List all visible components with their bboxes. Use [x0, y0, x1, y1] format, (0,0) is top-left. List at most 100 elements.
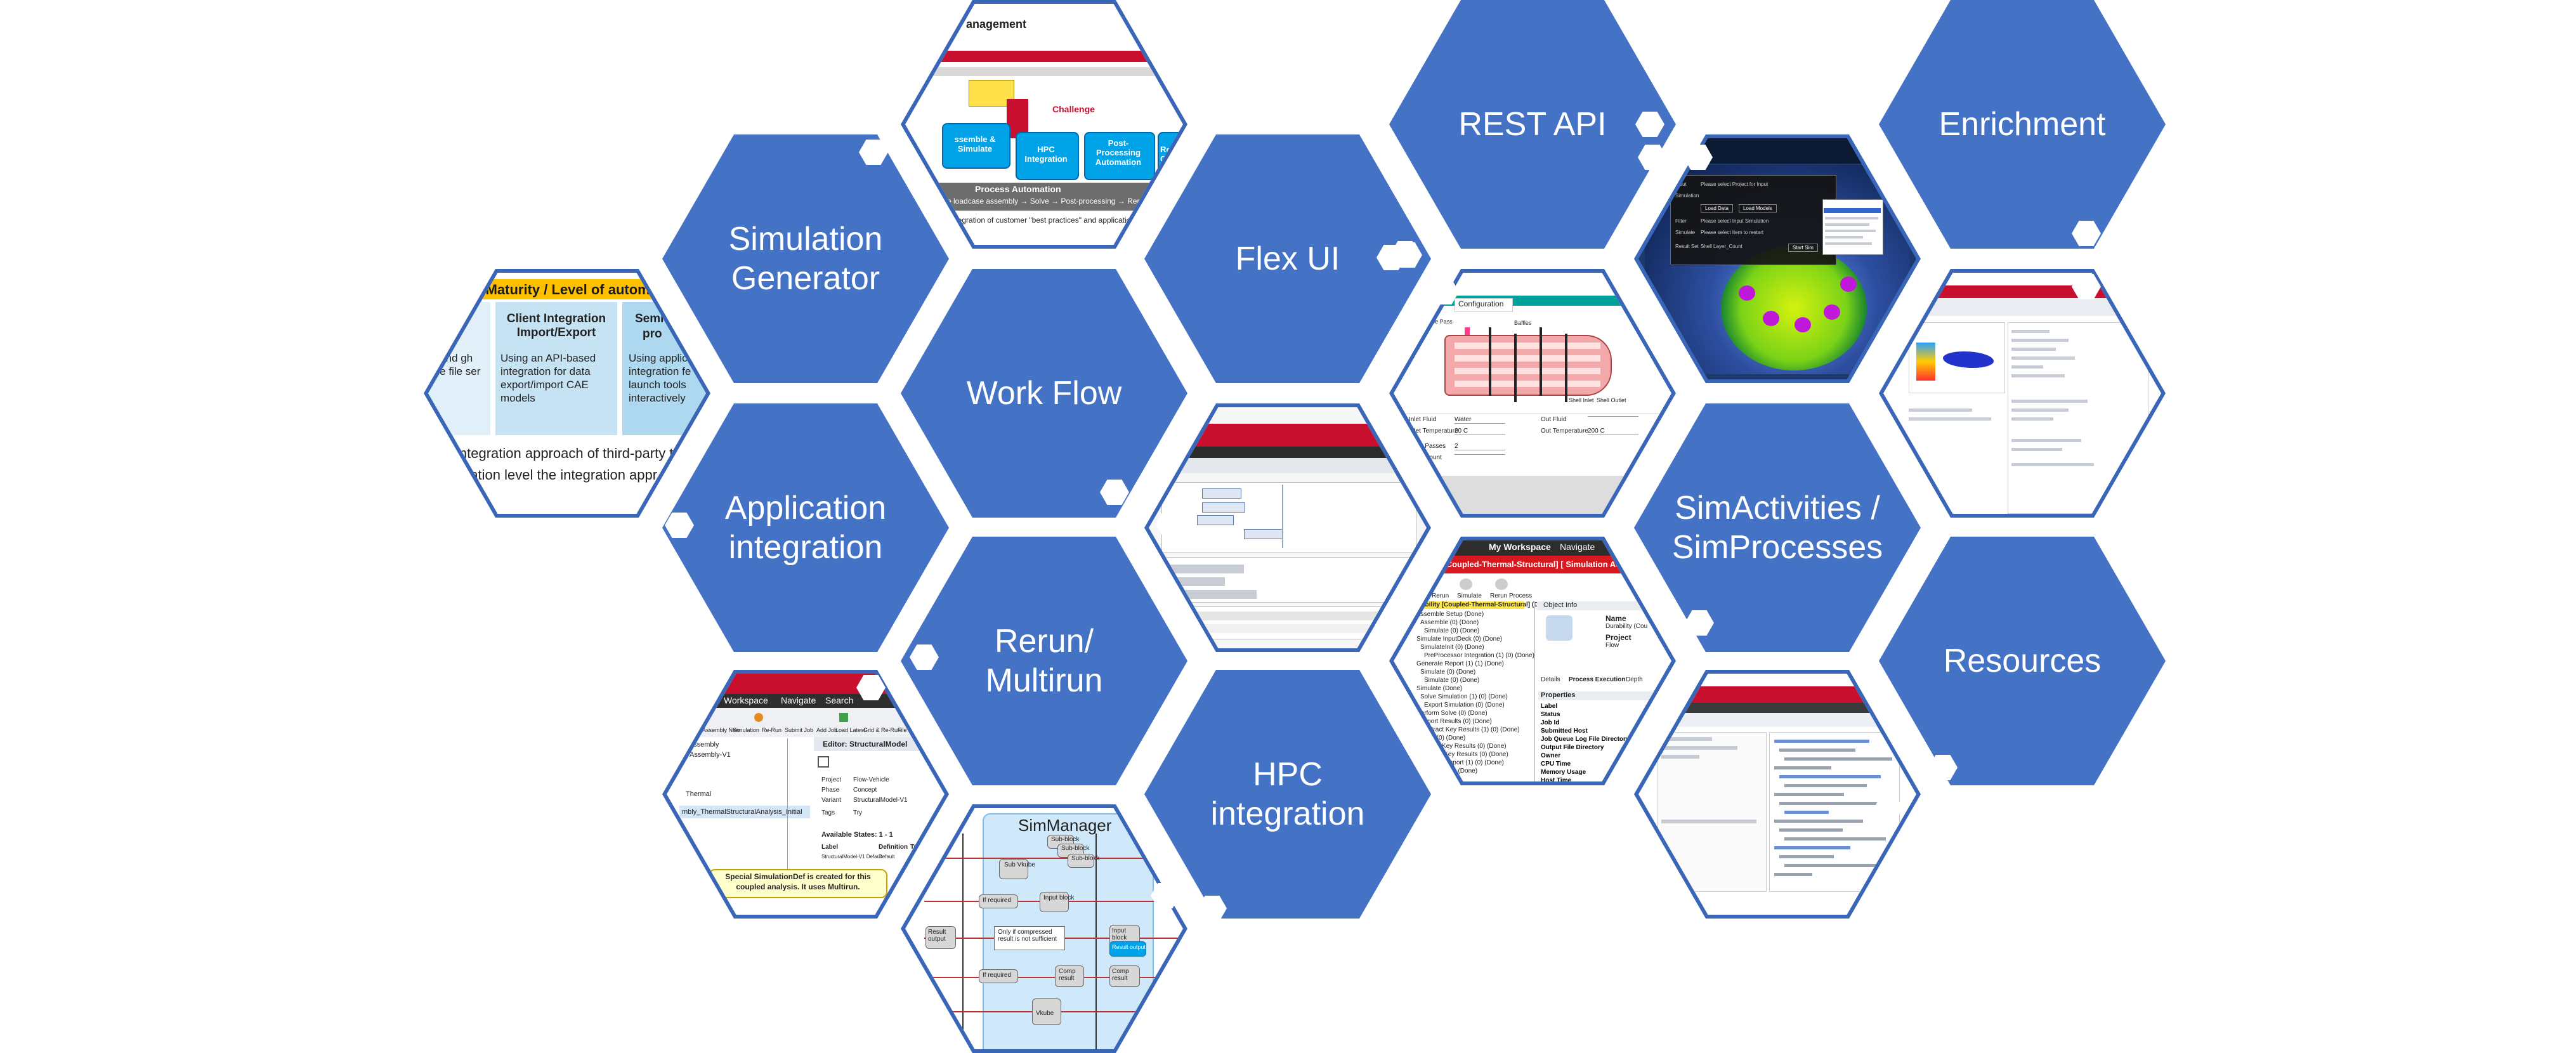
tree-item[interactable]: Solve Simulation (1) (0) (Done): [1420, 693, 1508, 700]
tree-item[interactable]: Extract Key Results (0) (Done): [1420, 743, 1507, 750]
simulation-generator-hex[interactable]: Simulation Generator: [662, 134, 949, 383]
simulation-tree-screenshot-hex[interactable]: My Workspace Navigate lity [Coupled-Ther…: [1389, 537, 1676, 785]
connector-handle[interactable]: [1684, 145, 1713, 170]
editor-tool-2[interactable]: Simulation: [733, 727, 760, 733]
tree-tab2-1[interactable]: Details: [1541, 676, 1560, 683]
script-editor-screenshot-hex[interactable]: [1634, 670, 1921, 919]
tree-action-1[interactable]: Rerun: [1432, 592, 1449, 599]
resources-hex[interactable]: Resources: [1879, 537, 2166, 785]
tree-item[interactable]: Import Results (0) (Done): [1420, 718, 1492, 725]
tree-item[interactable]: Simulate (Done): [1416, 685, 1463, 692]
connector-handle[interactable]: [1430, 279, 1459, 304]
tree-project-value: Flow: [1605, 642, 1619, 649]
rest-api-hex[interactable]: REST API: [1389, 0, 1676, 249]
tree-tab-2[interactable]: Navigate: [1560, 542, 1595, 552]
restapi-button-2[interactable]: Load Models: [1739, 204, 1777, 213]
connector-handle[interactable]: [1635, 644, 1664, 670]
editor-field-project-value: Flow-Vehicle: [853, 776, 889, 783]
tree-selected[interactable]: urability [Coupled-Thermal-Structural] (…: [1415, 601, 1552, 608]
flexui-field-5-value[interactable]: 2: [1455, 443, 1505, 450]
tree-item[interactable]: Import Key Results (0) (Done): [1424, 751, 1508, 758]
flexui-field-2-value[interactable]: 20 C: [1455, 428, 1505, 435]
editor-tool-4[interactable]: Submit Job: [785, 727, 814, 733]
connector-handle[interactable]: [1685, 610, 1714, 636]
tree-name-label: Name: [1605, 614, 1626, 623]
rerun-multirun-hex[interactable]: Rerun/ Multirun: [901, 537, 1187, 785]
editor-left-item-1[interactable]: assembly: [690, 741, 719, 749]
editor-tool-3[interactable]: Re-Run: [762, 727, 782, 733]
tree-property-value: unti: [1652, 736, 1663, 743]
editor-tab-1[interactable]: Workspace: [724, 695, 768, 705]
editor-tab-2[interactable]: Navigate: [781, 695, 816, 705]
connector-handle[interactable]: [611, 480, 641, 505]
flexui-field-3-value[interactable]: [1588, 416, 1638, 417]
flexui-field-2-label: Inlet Temperature: [1409, 428, 1458, 435]
tree-item[interactable]: Export (0) (Done): [1416, 735, 1466, 742]
connector-handle[interactable]: [2072, 221, 2101, 246]
editor-tool-8[interactable]: File Permiss: [898, 727, 929, 733]
connector-handle[interactable]: [1874, 795, 1903, 821]
process-automation-screenshot-hex[interactable]: anagement Challenge ssemble & Simulate H…: [901, 0, 1187, 249]
workflow-editor-screenshot-hex[interactable]: [1144, 403, 1431, 652]
editor-left-item-3[interactable]: Thermal: [686, 790, 712, 798]
tree-property-row: Host Time: [1541, 777, 1670, 782]
connector-handle[interactable]: [1638, 145, 1667, 170]
tree-item[interactable]: Simulate (0) (Done): [1424, 677, 1480, 684]
tree-item[interactable]: SimulateInit (0) (Done): [1420, 644, 1484, 651]
connector-handle[interactable]: [1635, 112, 1664, 137]
flex-ui-heat-exchanger-screenshot-hex[interactable]: Configuration Tube Pass Baffles Shell In…: [1389, 269, 1676, 518]
tree-tab2-3[interactable]: Depth: [1626, 676, 1643, 683]
flexui-field-6-label: Tube Count: [1409, 454, 1442, 461]
simactivities-hex[interactable]: SimActivities / SimProcesses: [1634, 403, 1921, 652]
editor-tool-7[interactable]: Grid & Re-Run: [863, 727, 901, 733]
connector-handle[interactable]: [2072, 274, 2101, 299]
application-integration-hex[interactable]: Application integration: [662, 403, 949, 652]
work-flow-hex[interactable]: Work Flow: [901, 269, 1187, 518]
restapi-button-4[interactable]: Start Sim: [1788, 244, 1818, 252]
tree-item[interactable]: Assemble (0) (Done): [1420, 619, 1479, 626]
tree-tab-1[interactable]: My Workspace: [1489, 542, 1551, 552]
flexui-field-6-value[interactable]: [1455, 454, 1505, 455]
tree-item[interactable]: Assemble Setup (Done): [1416, 611, 1484, 618]
tree-action-3[interactable]: Rerun Process: [1490, 592, 1533, 599]
structural-model-editor-screenshot-hex[interactable]: Workspace Navigate Search Assembly New S…: [662, 670, 949, 919]
tree-item[interactable]: Simulate (0) (Done): [1420, 669, 1476, 676]
tree-action-2[interactable]: Simulate: [1457, 592, 1482, 599]
tree-item[interactable]: PreProcessor Integration (1) (0) (Done): [1424, 652, 1534, 659]
hpc-integration-hex[interactable]: HPC integration: [1144, 670, 1431, 919]
tree-item[interactable]: Generate Report (1) (1) (Done): [1416, 660, 1504, 667]
tree-name-value: Durability (Cou: [1605, 623, 1648, 630]
connector-handle[interactable]: [1928, 755, 1958, 780]
tree-item[interactable]: Simulate InputDeck (0) (Done): [1416, 636, 1503, 643]
editor-row-label: StructuralModel-V1 Default: [821, 854, 883, 860]
editor-tab-3[interactable]: Search: [825, 695, 854, 705]
flexui-field-1-value[interactable]: Water: [1455, 416, 1505, 424]
tree-item[interactable]: Simulate (0) (Done): [1424, 627, 1480, 634]
enrichment-hex[interactable]: Enrichment: [1879, 0, 2166, 249]
editor-left-item-2[interactable]: Assembly-V1: [690, 751, 731, 759]
tree-item[interactable]: Clean Up (0) (Done): [1420, 768, 1478, 775]
flexui-tab[interactable]: Configuration: [1458, 299, 1504, 308]
maturity-level-screenshot-hex[interactable]: ss Maturity / Level of automatio Client …: [424, 269, 710, 518]
tree-property-row: Owner: [1541, 752, 1670, 761]
editor-note: Special SimulationDef is created for thi…: [725, 872, 871, 891]
tree-project-label: Project: [1605, 633, 1631, 642]
restapi-button-1[interactable]: Load Data: [1701, 204, 1733, 213]
cad-viewer-screenshot-hex[interactable]: [1879, 269, 2166, 518]
editor-tool-5[interactable]: Add Job: [816, 727, 838, 733]
simmanager-diagram-screenshot-hex[interactable]: SimManager Sub-block Sub-block Sub-block…: [901, 804, 1187, 1053]
editor-field-phase-value: Concept: [853, 787, 877, 794]
tree-item[interactable]: Extract Key Results (1) (0) (Done): [1424, 726, 1520, 733]
tree-tab2-2[interactable]: Process Execution: [1569, 676, 1626, 683]
tree-item[interactable]: Generate Report (1) (0) (Done): [1416, 759, 1504, 766]
rest-api-app-screenshot-hex[interactable]: Input Please select Project for Input Si…: [1634, 134, 1921, 383]
connector-handle[interactable]: [1376, 245, 1406, 270]
tree-item[interactable]: Perform Solve (0) (Done): [1416, 710, 1487, 717]
editor-tool-1[interactable]: Assembly New: [702, 727, 740, 733]
tree-property-row: Output File Directory: [1541, 744, 1670, 752]
flexui-field-4-value[interactable]: 200 C: [1588, 428, 1638, 435]
editor-tool-6[interactable]: Load Latest: [835, 727, 866, 733]
tree-item[interactable]: Export Simulation (0) (Done): [1424, 702, 1505, 709]
editor-left-item-4[interactable]: mbly_ThermalStructuralAnalysis_Initial: [682, 808, 802, 816]
